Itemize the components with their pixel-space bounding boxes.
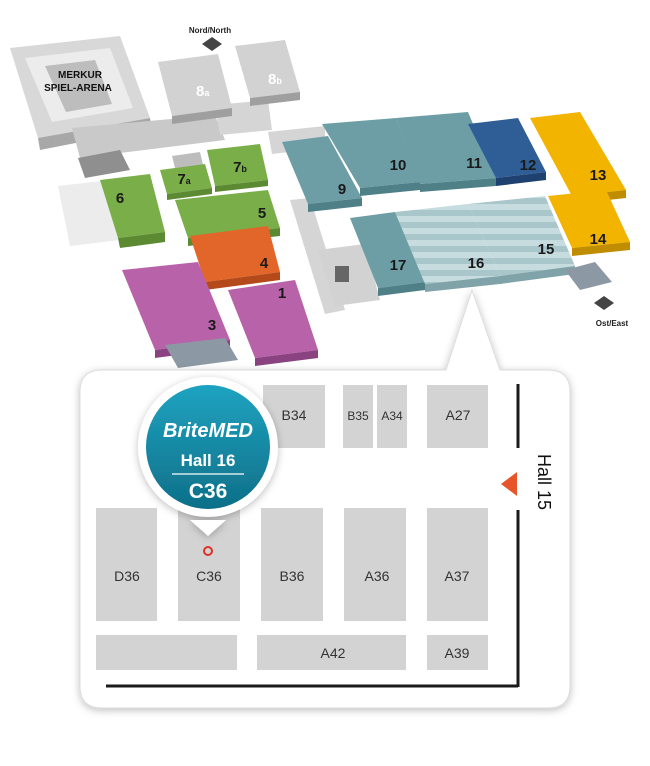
hall-15-direction-arrow-icon [501,472,517,496]
hall-wall [106,384,520,688]
hall-3-entrance [165,338,238,368]
hall-8b[interactable]: 8b [235,40,300,106]
hall-9[interactable]: 9 [282,136,362,212]
pin-booth-label: C36 [189,480,228,503]
exhibitor-pin[interactable]: BriteMED Hall 16 C36 [138,377,278,536]
walkway [72,115,225,158]
hall-12[interactable]: 12 [468,118,546,186]
booth-b34-label: B34 [282,407,307,423]
booth-b35[interactable]: B35 [343,385,373,448]
hall-14-label: 14 [590,231,607,248]
pin-hall-label: Hall 16 [181,451,236,470]
hall-13[interactable]: 13 [530,112,626,204]
booth-unlabeled[interactable] [96,635,237,670]
booth-d36[interactable]: D36 [96,508,157,621]
north-arrow-icon [202,37,222,51]
booth-a37[interactable]: A37 [427,508,488,621]
east-compass: Ost/East [594,296,629,328]
hall-10-label: 10 [390,157,407,174]
hall-8a[interactable]: 8a [158,54,232,124]
hall-4[interactable]: 4 [190,226,280,290]
hall-1-label: 1 [278,285,286,302]
hall-7a[interactable]: 7a [160,164,212,200]
east-arrow-icon [594,296,614,310]
hall-17[interactable]: 17 [350,212,425,296]
location-marker-icon [203,546,213,556]
booth-b35-label: B35 [347,409,369,423]
booth-a42[interactable]: A42 [257,635,406,670]
north-label: Nord/North [189,26,231,35]
booth-a42-label: A42 [321,645,346,661]
arena-label-line2: SPIEL-ARENA [44,83,112,94]
hall-5-label: 5 [258,205,266,222]
hall-9-label: 9 [338,181,346,198]
booth-a39-label: A39 [445,645,470,661]
hall-12-label: 12 [520,157,537,174]
hall-8a-label: 8a [196,83,210,100]
booth-a27[interactable]: A27 [427,385,488,448]
hall-detail-callout: B34 B35 A34 A27 D36 C36 B36 A36 [79,288,571,709]
booth-a36-label: A36 [365,568,390,584]
hall-6-label: 6 [116,190,124,207]
hall-8b-label: 8b [268,71,282,88]
booth-a37-label: A37 [445,568,470,584]
hall-16-label: 16 [468,255,485,272]
north-compass: Nord/North [189,26,231,51]
east-label: Ost/East [596,319,629,328]
pin-badge [146,385,270,509]
hall-1[interactable]: 1 [228,280,318,366]
hall-3-label: 3 [208,317,216,334]
hall-15-side-label: Hall 15 [534,454,554,510]
hall-7b-label: 7b [233,159,247,176]
hall-13-label: 13 [590,167,607,184]
east-entrance [565,262,612,290]
hall-11[interactable]: 11 [396,112,496,192]
hall-14[interactable]: 14 [548,190,630,256]
hall-7b[interactable]: 7b [207,144,268,192]
hall-15-label: 15 [538,241,555,258]
pin-pointer [190,520,226,536]
booth-a34[interactable]: A34 [377,385,407,448]
service-stairs [335,266,349,282]
booth-d36-label: D36 [114,568,140,584]
booth-a34-label: A34 [381,409,403,423]
hall-7a-label: 7a [177,171,191,188]
hall-17-label: 17 [390,257,407,274]
booth-b36-label: B36 [280,568,305,584]
entrance-stairs [78,150,130,178]
brand-logo: BriteMED [163,420,253,442]
connector-small [172,152,203,168]
hall-16[interactable]: 16 [395,204,500,292]
hall-4-label: 4 [260,255,269,272]
hall-11-label: 11 [466,155,482,172]
booth-c36-label: C36 [196,568,222,584]
arena-label-line1: MERKUR [58,70,103,81]
booth-b36[interactable]: B36 [261,508,323,621]
overview-map: MERKUR SPIEL-ARENA Nord/North 8a 8b [10,26,630,368]
hall-3[interactable]: 3 [122,262,238,368]
booth-a36[interactable]: A36 [344,508,406,621]
hall-15[interactable]: 15 [468,196,575,284]
booth-a39[interactable]: A39 [427,635,488,670]
hall-10[interactable]: 10 [322,118,420,196]
booth-a27-label: A27 [446,407,471,423]
hall-6[interactable]: 6 [58,174,165,248]
